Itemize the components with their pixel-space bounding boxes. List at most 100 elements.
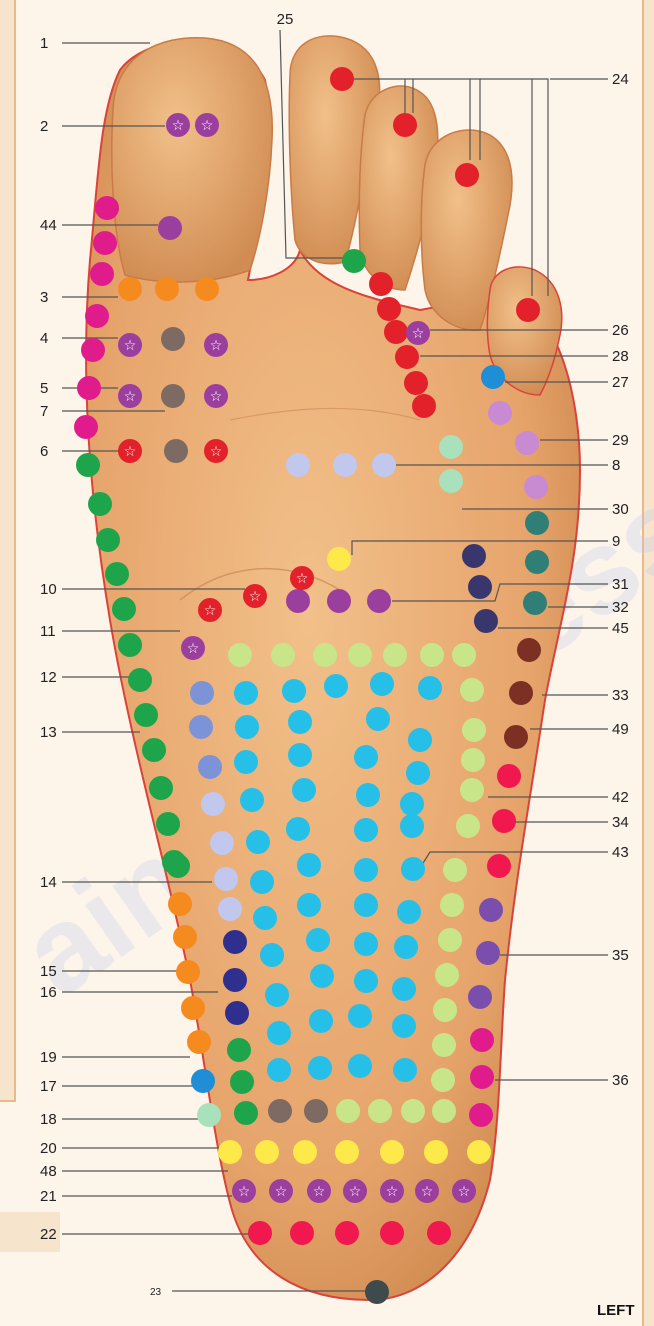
reflex-point	[189, 715, 213, 739]
reflex-point	[187, 1030, 211, 1054]
point-number-label: 10	[40, 581, 57, 598]
reflex-point	[235, 715, 259, 739]
reflex-point	[335, 1140, 359, 1164]
side-label: LEFT	[597, 1302, 635, 1319]
reflex-point	[134, 703, 158, 727]
reflex-point	[304, 1099, 328, 1123]
reflex-point	[516, 298, 540, 322]
reflex-point	[467, 1140, 491, 1164]
reflex-point	[406, 761, 430, 785]
star-icon: ☆	[210, 389, 223, 405]
reflex-point	[400, 792, 424, 816]
reflex-point	[265, 983, 289, 1007]
point-number-label: 26	[612, 322, 629, 339]
reflex-point	[234, 681, 258, 705]
reflex-point	[81, 338, 105, 362]
reflex-point	[412, 394, 436, 418]
reflex-point	[420, 643, 444, 667]
reflex-point	[525, 511, 549, 535]
star-icon: ☆	[458, 1184, 471, 1200]
star-icon: ☆	[187, 641, 200, 657]
point-number-label: 21	[40, 1188, 57, 1205]
reflex-point	[460, 778, 484, 802]
reflex-point	[377, 297, 401, 321]
reflex-point	[461, 748, 485, 772]
reflex-point	[455, 163, 479, 187]
reflex-point	[439, 435, 463, 459]
reflex-point	[354, 745, 378, 769]
reflex-point	[488, 401, 512, 425]
reflex-point	[309, 1009, 333, 1033]
point-number-label: 3	[40, 289, 48, 306]
reflex-point	[290, 1221, 314, 1245]
reflex-point	[397, 900, 421, 924]
reflex-point	[210, 831, 234, 855]
reflex-point	[408, 728, 432, 752]
reflex-point	[354, 932, 378, 956]
reflex-point	[438, 928, 462, 952]
reflex-point	[469, 1103, 493, 1127]
reflex-point	[492, 809, 516, 833]
point-number-label: 15	[40, 963, 57, 980]
reflex-point	[487, 854, 511, 878]
reflex-point	[74, 415, 98, 439]
reflex-point	[161, 327, 185, 351]
point-number-label: 19	[40, 1049, 57, 1066]
leader-line	[532, 79, 548, 296]
reflex-point	[468, 575, 492, 599]
reflex-point	[354, 818, 378, 842]
point-number-label: 45	[612, 620, 629, 637]
point-number-label: 36	[612, 1072, 629, 1089]
reflex-point	[297, 893, 321, 917]
reflex-point	[166, 854, 190, 878]
reflex-point	[225, 1001, 249, 1025]
point-number-label: 24	[612, 71, 629, 88]
reflex-point	[342, 249, 366, 273]
point-number-label: 5	[40, 380, 48, 397]
reflex-point	[479, 898, 503, 922]
reflex-point	[474, 609, 498, 633]
reflex-point	[427, 1221, 451, 1245]
star-icon: ☆	[349, 1184, 362, 1200]
reflex-point	[286, 817, 310, 841]
reflex-point	[88, 492, 112, 516]
reflex-point	[95, 196, 119, 220]
reflex-point	[336, 1099, 360, 1123]
reflex-point	[462, 544, 486, 568]
point-number-label: 7	[40, 403, 48, 420]
point-number-label: 30	[612, 501, 629, 518]
reflex-point	[366, 707, 390, 731]
reflex-point	[333, 453, 357, 477]
point-number-label: 22	[40, 1226, 57, 1243]
point-number-label: 9	[612, 533, 620, 550]
reflex-point	[324, 674, 348, 698]
reflex-point	[384, 320, 408, 344]
point-number-label: 31	[612, 576, 629, 593]
reflex-point	[456, 814, 480, 838]
reflex-point	[433, 998, 457, 1022]
reflex-point	[176, 960, 200, 984]
reflex-point	[161, 384, 185, 408]
reflex-point	[424, 1140, 448, 1164]
star-icon: ☆	[421, 1184, 434, 1200]
point-number-label: 25	[277, 11, 294, 28]
reflex-point	[260, 943, 284, 967]
reflex-point	[164, 439, 188, 463]
reflex-point	[234, 750, 258, 774]
reflex-point	[470, 1028, 494, 1052]
reflex-point	[432, 1099, 456, 1123]
point-number-label: 17	[40, 1078, 57, 1095]
reflex-point	[149, 776, 173, 800]
star-icon: ☆	[124, 338, 137, 354]
star-icon: ☆	[249, 589, 262, 605]
reflex-point	[218, 1140, 242, 1164]
reflex-point	[395, 345, 419, 369]
point-number-label: 27	[612, 374, 629, 391]
reflex-point	[348, 1004, 372, 1028]
reflex-point	[93, 231, 117, 255]
point-number-label: 2	[40, 118, 48, 135]
point-number-label: 18	[40, 1111, 57, 1128]
reflex-point	[85, 304, 109, 328]
reflex-point	[248, 1221, 272, 1245]
